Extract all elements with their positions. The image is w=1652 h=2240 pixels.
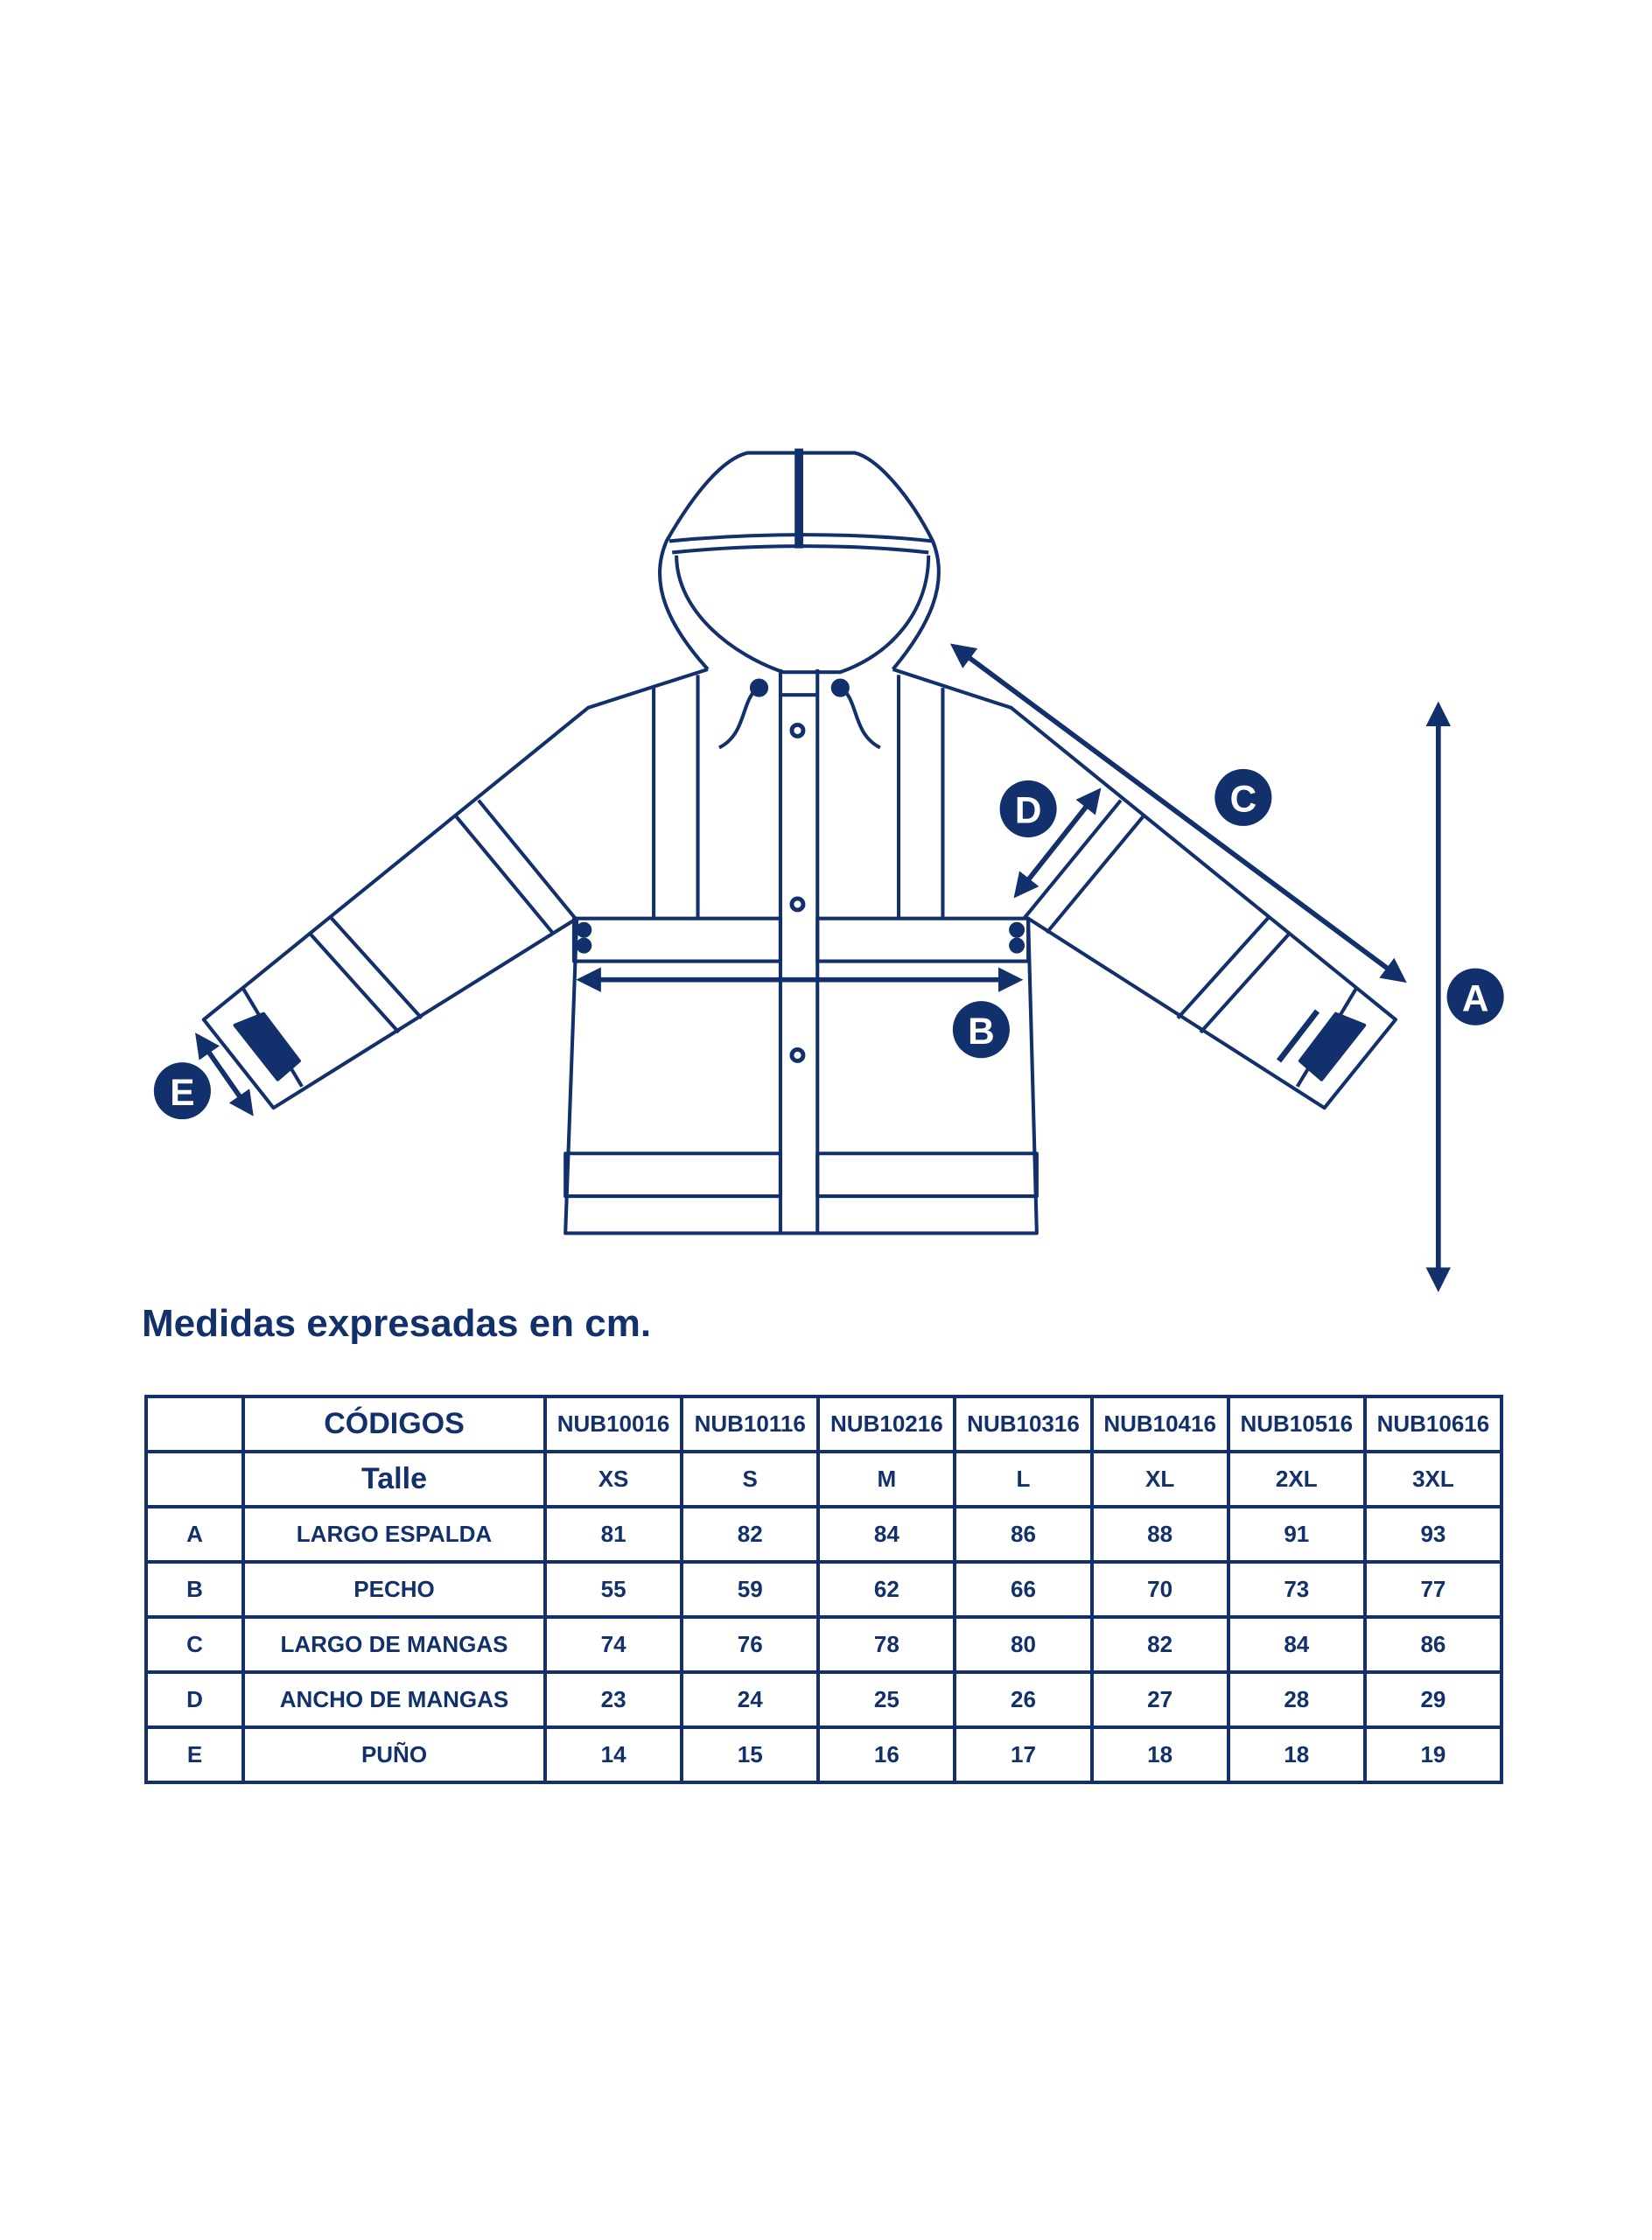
label-b: B	[968, 1011, 995, 1052]
product-code: NUB10016	[542, 1395, 684, 1453]
measure-name: PUÑO	[242, 1726, 547, 1784]
measure-value: 17	[953, 1726, 1094, 1784]
measure-value: 62	[816, 1560, 957, 1619]
codes-header: CÓDIGOS	[242, 1395, 547, 1453]
measure-value: 78	[816, 1615, 957, 1674]
measure-value: 24	[680, 1670, 821, 1729]
measure-value: 55	[542, 1560, 684, 1619]
label-c: C	[1230, 779, 1257, 820]
measure-value: 74	[542, 1615, 684, 1674]
empty-cell	[144, 1395, 245, 1453]
measure-name: LARGO ESPALDA	[242, 1505, 547, 1564]
measure-value: 84	[1226, 1615, 1367, 1674]
empty-cell	[144, 1450, 245, 1508]
product-code: NUB10616	[1362, 1395, 1504, 1453]
buttons	[576, 678, 1026, 1063]
arrow-e	[195, 1032, 254, 1116]
measure-value: 88	[1089, 1505, 1230, 1564]
product-code: NUB10116	[680, 1395, 821, 1453]
page-title: Medidas expresadas en cm.	[142, 1302, 652, 1345]
measure-value: 27	[1089, 1670, 1230, 1729]
measure-value: 16	[816, 1726, 957, 1784]
measure-value: 29	[1362, 1670, 1504, 1729]
label-a: A	[1462, 977, 1489, 1018]
measure-value: 82	[680, 1505, 821, 1564]
measure-value: 86	[1362, 1615, 1504, 1674]
measure-value: 18	[1089, 1726, 1230, 1784]
size-header: Talle	[242, 1450, 547, 1508]
size-label: 3XL	[1362, 1450, 1504, 1508]
measure-name: ANCHO DE MANGAS	[242, 1670, 547, 1729]
measure-key: D	[144, 1670, 245, 1729]
arrow-c	[949, 643, 1407, 984]
measure-value: 23	[542, 1670, 684, 1729]
measure-name: PECHO	[242, 1560, 547, 1619]
measure-value: 86	[953, 1505, 1094, 1564]
measure-value: 26	[953, 1670, 1094, 1729]
label-d: D	[1015, 790, 1042, 831]
size-label: 2XL	[1226, 1450, 1367, 1508]
size-label: S	[680, 1450, 821, 1508]
measure-value: 15	[680, 1726, 821, 1784]
measure-value: 19	[1362, 1726, 1504, 1784]
label-e: E	[170, 1072, 194, 1113]
measure-value: 59	[680, 1560, 821, 1619]
measure-value: 80	[953, 1615, 1094, 1674]
measure-labels: A B C D E	[153, 768, 1504, 1120]
measure-value: 28	[1226, 1670, 1367, 1729]
measure-key: C	[144, 1615, 245, 1674]
product-code: NUB10516	[1226, 1395, 1367, 1453]
measure-value: 70	[1089, 1560, 1230, 1619]
measure-value: 14	[542, 1726, 684, 1784]
measure-value: 77	[1362, 1560, 1504, 1619]
measure-value: 82	[1089, 1615, 1230, 1674]
measure-key: E	[144, 1726, 245, 1784]
measure-value: 91	[1226, 1505, 1367, 1564]
product-code: NUB10416	[1089, 1395, 1230, 1453]
measure-key: A	[144, 1505, 245, 1564]
product-code: NUB10216	[816, 1395, 957, 1453]
size-label: M	[816, 1450, 957, 1508]
measure-value: 81	[542, 1505, 684, 1564]
measure-key: B	[144, 1560, 245, 1619]
measure-name: LARGO DE MANGAS	[242, 1615, 547, 1674]
product-code: NUB10316	[953, 1395, 1094, 1453]
measure-value: 73	[1226, 1560, 1367, 1619]
measure-arrows	[195, 643, 1452, 1292]
measure-value: 93	[1362, 1505, 1504, 1564]
size-label: XL	[1089, 1450, 1230, 1508]
measure-value: 84	[816, 1505, 957, 1564]
size-label: XS	[542, 1450, 684, 1508]
measure-value: 76	[680, 1615, 821, 1674]
measure-value: 18	[1226, 1726, 1367, 1784]
measure-value: 66	[953, 1560, 1094, 1619]
measure-value: 25	[816, 1670, 957, 1729]
size-label: L	[953, 1450, 1094, 1508]
arrow-d	[1013, 788, 1102, 899]
